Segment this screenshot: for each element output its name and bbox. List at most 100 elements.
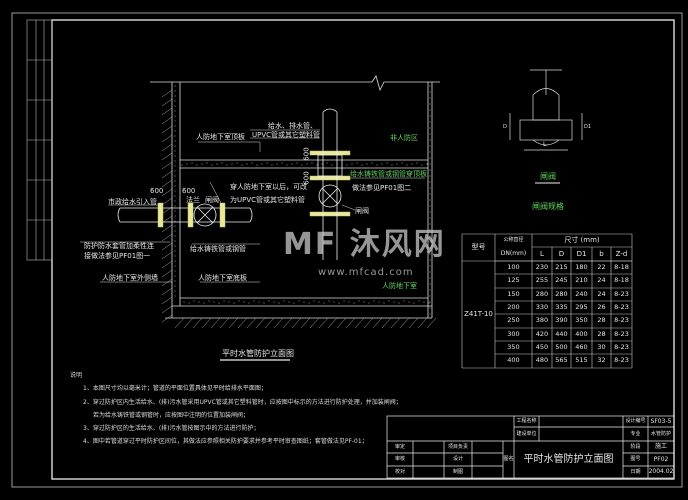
concrete-dot xyxy=(318,301,320,303)
hatch-line xyxy=(363,317,374,329)
concrete-dot xyxy=(388,300,390,302)
concrete-dot xyxy=(174,270,176,272)
signature-label: 制图 xyxy=(452,469,463,475)
concrete-dot xyxy=(228,301,230,303)
concrete-dot xyxy=(174,100,176,102)
note-item: 若为给水铸铁管或钢管时，应按图中注明的位置加装闸阀； xyxy=(93,412,250,419)
hatch-line xyxy=(282,317,293,329)
table-cell: 460 xyxy=(575,343,588,351)
concrete-dot xyxy=(316,164,318,166)
table-cell: 280 xyxy=(555,290,568,298)
concrete-dot xyxy=(429,301,431,303)
hatch-line xyxy=(161,89,173,98)
hatch-line xyxy=(161,269,173,278)
concrete-dot xyxy=(174,280,176,282)
concrete-dot xyxy=(261,163,263,165)
left-strip-table xyxy=(26,19,53,261)
concrete-dot xyxy=(426,163,428,165)
table-cell: 300 xyxy=(507,330,520,338)
table-cell: 28 xyxy=(597,330,606,338)
concrete-dot xyxy=(429,247,431,249)
table-cell: 24 xyxy=(597,290,606,298)
concrete-dot xyxy=(291,163,293,165)
discipline-value: 水管防护 xyxy=(650,431,671,437)
hatch-line xyxy=(309,317,320,329)
concrete-dot xyxy=(174,295,176,297)
concrete-dot xyxy=(174,265,176,267)
drawing-no-value: PF02 xyxy=(653,456,669,463)
label-casing-1: 防护防水套管加柔性连 xyxy=(84,242,154,250)
valve-dim-D: D xyxy=(503,124,507,130)
hatch-line xyxy=(192,317,203,329)
concrete-dot xyxy=(174,140,176,142)
valve-detail-title: 闸阀 xyxy=(540,172,556,181)
concrete-dot xyxy=(429,145,431,147)
table-cell: 125 xyxy=(507,276,520,284)
hatch-line xyxy=(174,317,185,329)
concrete-dot xyxy=(429,235,431,237)
concrete-dot xyxy=(193,300,195,302)
concrete-dot xyxy=(429,229,431,231)
outer-frame xyxy=(11,12,683,488)
concrete-dot xyxy=(348,301,350,303)
concrete-dot xyxy=(429,169,431,171)
table-cell: 200 xyxy=(507,303,520,311)
label-outer-wall: 人防地下室外侧墙 xyxy=(102,274,158,282)
concrete-dot xyxy=(211,164,213,166)
table-cell: 8-23 xyxy=(614,330,629,338)
concrete-dot xyxy=(248,302,250,304)
concrete-dot xyxy=(223,300,225,302)
concrete-dot xyxy=(358,300,360,302)
table-cell: 8-23 xyxy=(614,290,629,298)
hatching xyxy=(161,89,437,329)
table-cell: 350 xyxy=(507,343,520,351)
concrete-dot xyxy=(258,301,260,303)
concrete-dot xyxy=(263,302,265,304)
hatch-line xyxy=(336,317,347,329)
concrete-dot xyxy=(429,187,431,189)
concrete-dot xyxy=(429,199,431,201)
title-block-grid xyxy=(386,415,675,479)
hatch-line xyxy=(161,161,173,170)
hatch-line xyxy=(300,317,311,329)
table-cell: 420 xyxy=(535,330,549,338)
concrete-dot xyxy=(271,164,273,166)
building-structure xyxy=(150,75,440,319)
concrete-dot xyxy=(313,300,315,302)
concrete-dot xyxy=(321,163,323,165)
signature-label: 审定 xyxy=(394,444,405,450)
table-cell: 350 xyxy=(575,316,588,324)
concrete-dot xyxy=(174,240,176,242)
table-col-header: Z-d xyxy=(615,250,628,258)
notes-heading: 说明 xyxy=(70,372,83,379)
valve-table-grid xyxy=(461,233,633,369)
concrete-dot xyxy=(429,115,431,117)
hatch-line xyxy=(161,287,173,296)
table-cell: 32 xyxy=(597,356,606,364)
concrete-dot xyxy=(429,295,431,297)
concrete-dot xyxy=(328,300,330,302)
hatch-line xyxy=(161,152,173,161)
table-cell: 330 xyxy=(535,303,549,311)
title-block-drawing-title: 平时水管防护立面图 xyxy=(523,454,614,465)
concrete-dot xyxy=(174,185,176,187)
hatch-line xyxy=(161,242,173,251)
concrete-dot xyxy=(429,283,431,285)
concrete-dot xyxy=(343,300,345,302)
concrete-dot xyxy=(174,215,176,217)
concrete-dot xyxy=(288,301,290,303)
concrete-dot xyxy=(429,217,431,219)
valve-spec-title: 闸阀规格 xyxy=(532,202,564,211)
table-cell: 22 xyxy=(597,263,606,271)
gate-valve-left-symbol xyxy=(193,203,217,227)
label-flange: 法兰 xyxy=(186,196,200,204)
concrete-dot xyxy=(174,235,176,237)
table-cell: 450 xyxy=(535,343,549,351)
table-cell: 380 xyxy=(535,316,549,324)
hatch-line xyxy=(201,317,212,329)
table-cell: 8-18 xyxy=(614,263,629,271)
concrete-dot xyxy=(408,301,410,303)
hatch-line xyxy=(318,317,329,329)
concrete-dot xyxy=(174,155,176,157)
concrete-dot xyxy=(429,241,431,243)
